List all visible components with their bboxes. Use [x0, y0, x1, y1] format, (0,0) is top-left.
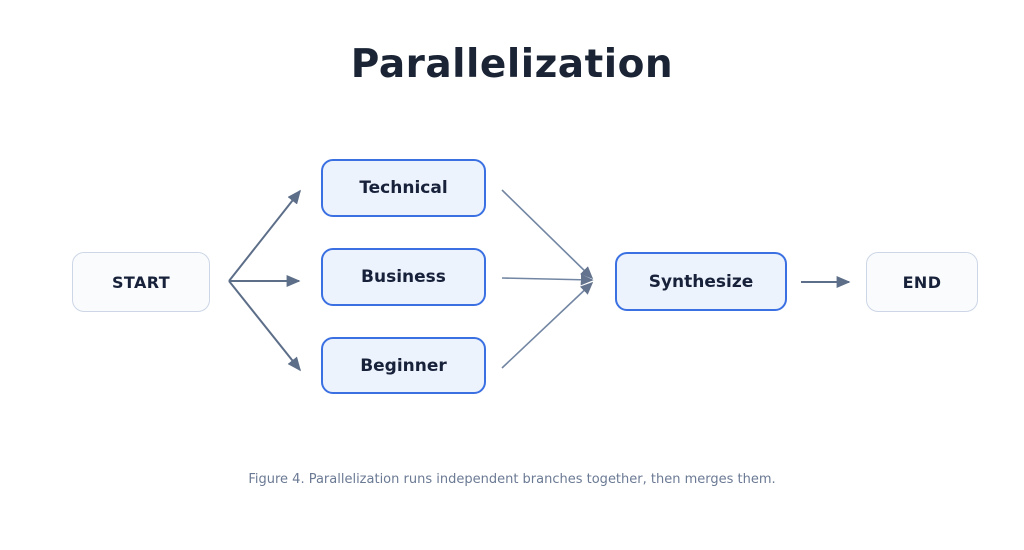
edge-business-synthesize-arrow — [501, 274, 594, 286]
edge-start-technical-arrow — [228, 189, 301, 282]
edge-beginner-synthesize-arrow — [501, 281, 594, 369]
node-start: START — [72, 252, 210, 312]
node-beginner: Beginner — [321, 337, 486, 394]
node-end: END — [866, 252, 978, 312]
edge-technical-synthesize-arrow — [501, 189, 594, 280]
node-business: Business — [321, 248, 486, 306]
edge-start-beginner-arrow — [228, 280, 301, 372]
figure-caption: Figure 4. Parallelization runs independe… — [248, 472, 776, 487]
diagram-title: Parallelization — [350, 42, 674, 87]
node-technical: Technical — [321, 159, 486, 217]
node-synthesize: Synthesize — [615, 252, 787, 311]
